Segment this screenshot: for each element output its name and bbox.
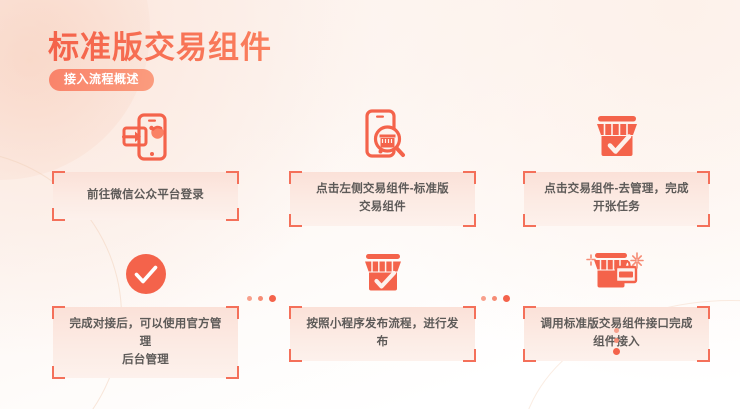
page-title: 标准版交易组件: [48, 22, 272, 67]
corner-bracket-icon: [226, 306, 239, 319]
connector-dot: [614, 338, 619, 343]
corner-bracket-icon: [523, 348, 536, 362]
corner-bracket-icon: [52, 208, 65, 221]
arrow-dots-down-icon: [613, 328, 620, 355]
flow-step-4-box[interactable]: 完成对接后，可以使用官方管理 后台管理: [52, 306, 239, 380]
flow-step-5-label: 按照小程序发布流程，进行发布: [306, 318, 459, 348]
corner-bracket-icon: [463, 171, 476, 184]
subtitle-badge: 接入流程概述: [49, 69, 155, 92]
corner-bracket-icon: [523, 306, 536, 319]
connector-dot: [269, 295, 276, 302]
flow-step-3[interactable]: 点击交易组件-去管理，完成 开张任务: [523, 100, 710, 227]
flow-step-2-label: 点击左侧交易组件-标准版 交易组件: [316, 183, 449, 213]
corner-bracket-icon: [697, 213, 710, 227]
corner-bracket-icon: [463, 306, 476, 319]
flow-step-3-box[interactable]: 点击交易组件-去管理，完成 开张任务: [523, 171, 710, 227]
shop-open-sign-icon: [524, 235, 709, 297]
corner-bracket-icon: [52, 171, 65, 184]
flow-step-3-label: 点击交易组件-去管理，完成 开张任务: [544, 183, 689, 213]
corner-bracket-icon: [289, 213, 302, 227]
corner-bracket-icon: [463, 348, 476, 362]
corner-bracket-icon: [52, 306, 65, 319]
flow-step-2[interactable]: 点击左侧交易组件-标准版 交易组件: [289, 100, 476, 227]
check-circle-icon: [53, 235, 238, 297]
connector-dot: [258, 296, 263, 301]
flow-diagram: 前往微信公众平台登录: [0, 100, 740, 390]
connector-dot: [614, 328, 619, 333]
connector-dot: [503, 295, 510, 302]
flow-step-5-box[interactable]: 按照小程序发布流程，进行发布: [289, 306, 476, 362]
flow-step-2-box[interactable]: 点击左侧交易组件-标准版 交易组件: [289, 171, 476, 227]
corner-bracket-icon: [289, 348, 302, 362]
connector-dot: [492, 296, 497, 301]
mobile-login-icon: [53, 100, 238, 162]
connector-dot: [247, 296, 252, 301]
flow-step-1-label: 前往微信公众平台登录: [87, 189, 204, 202]
flow-step-1[interactable]: 前往微信公众平台登录: [52, 100, 239, 221]
arrow-dots-right-icon: [481, 295, 510, 302]
corner-bracket-icon: [289, 171, 302, 184]
arrow-dots-right-icon: [247, 295, 276, 302]
flow-step-1-box[interactable]: 前往微信公众平台登录: [52, 171, 239, 221]
connector-dot: [481, 296, 486, 301]
connector-dot: [613, 348, 620, 355]
flow-step-4-label: 完成对接后，可以使用官方管理 后台管理: [69, 318, 222, 366]
shop-check-icon: [290, 235, 475, 297]
flow-step-5[interactable]: 按照小程序发布流程，进行发布: [289, 235, 476, 362]
mobile-search-shop-icon: [290, 100, 475, 162]
shop-check-icon: [524, 100, 709, 162]
corner-bracket-icon: [697, 306, 710, 319]
corner-bracket-icon: [697, 171, 710, 184]
corner-bracket-icon: [523, 213, 536, 227]
corner-bracket-icon: [226, 366, 239, 380]
corner-bracket-icon: [697, 348, 710, 362]
corner-bracket-icon: [463, 213, 476, 227]
flow-step-4[interactable]: 完成对接后，可以使用官方管理 后台管理: [52, 235, 239, 380]
corner-bracket-icon: [52, 366, 65, 380]
corner-bracket-icon: [289, 306, 302, 319]
corner-bracket-icon: [226, 171, 239, 184]
corner-bracket-icon: [226, 208, 239, 221]
corner-bracket-icon: [523, 171, 536, 184]
